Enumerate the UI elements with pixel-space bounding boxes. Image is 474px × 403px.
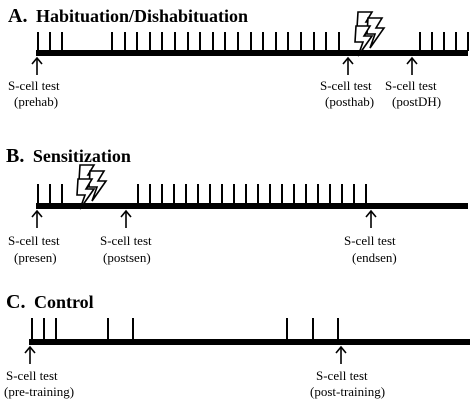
panel-b-test-2-label: S-cell test: [100, 233, 152, 248]
panel-c-test-1-label: S-cell test: [6, 368, 58, 383]
up-arrow-icon: [31, 209, 43, 228]
panel-b: B. Sensitization S-cell test (presen) S-…: [6, 145, 468, 265]
up-arrow-icon: [24, 345, 36, 364]
panel-b-title: B. Sensitization: [6, 145, 131, 167]
panel-c-letter: C.: [6, 291, 25, 313]
panel-a-title-text: Habituation/Dishabituation: [36, 6, 248, 26]
panel-a-stimulus-ticks: [37, 32, 469, 51]
panel-c-title-text: Control: [34, 292, 94, 312]
lightning-bolt-icon: [354, 11, 385, 57]
panel-a-timeline: [36, 50, 468, 56]
panel-b-stimulus-ticks: [37, 184, 367, 204]
up-arrow-icon: [365, 209, 377, 228]
up-arrow-icon: [342, 56, 354, 75]
panel-a-test-3-label: S-cell test: [385, 78, 437, 93]
panel-b-test-1-label: S-cell test: [8, 233, 60, 248]
panel-a-test-3-sublabel: (postDH): [392, 94, 441, 109]
up-arrow-icon: [31, 56, 43, 75]
panel-c-title: C. Control: [6, 291, 94, 313]
panel-a-test-1-label: S-cell test: [8, 78, 60, 93]
up-arrow-icon: [406, 56, 418, 75]
panel-c-test-2-sublabel: (post-training): [310, 384, 385, 399]
up-arrow-icon: [335, 345, 347, 364]
panel-c-timeline: [29, 339, 470, 345]
panel-a-test-2-label: S-cell test: [320, 78, 372, 93]
panel-a-title: A. Habituation/Dishabituation: [8, 5, 248, 27]
panel-a-letter: A.: [8, 5, 27, 27]
panel-b-test-3-label: S-cell test: [344, 233, 396, 248]
panel-c-test-1-sublabel: (pre-training): [4, 384, 74, 399]
panel-c-test-2-label: S-cell test: [316, 368, 368, 383]
up-arrow-icon: [120, 209, 132, 228]
panel-b-test-1-sublabel: (presen): [14, 250, 57, 265]
panel-c: C. Control S-cell test (pre-training) S-…: [4, 291, 470, 399]
panel-a-test-1-sublabel: (prehab): [14, 94, 58, 109]
panel-b-letter: B.: [6, 145, 24, 167]
lightning-bolt-icon: [76, 164, 107, 210]
panel-b-timeline: [36, 203, 468, 209]
panel-a-test-2-sublabel: (posthab): [325, 94, 374, 109]
panel-b-title-text: Sensitization: [33, 146, 131, 166]
panel-b-test-2-sublabel: (postsen): [103, 250, 151, 265]
panel-c-stimulus-ticks: [31, 318, 339, 340]
panel-a: A. Habituation/Dishabituation S-cell tes…: [8, 5, 469, 109]
panel-b-test-3-sublabel: (endsen): [352, 250, 397, 265]
